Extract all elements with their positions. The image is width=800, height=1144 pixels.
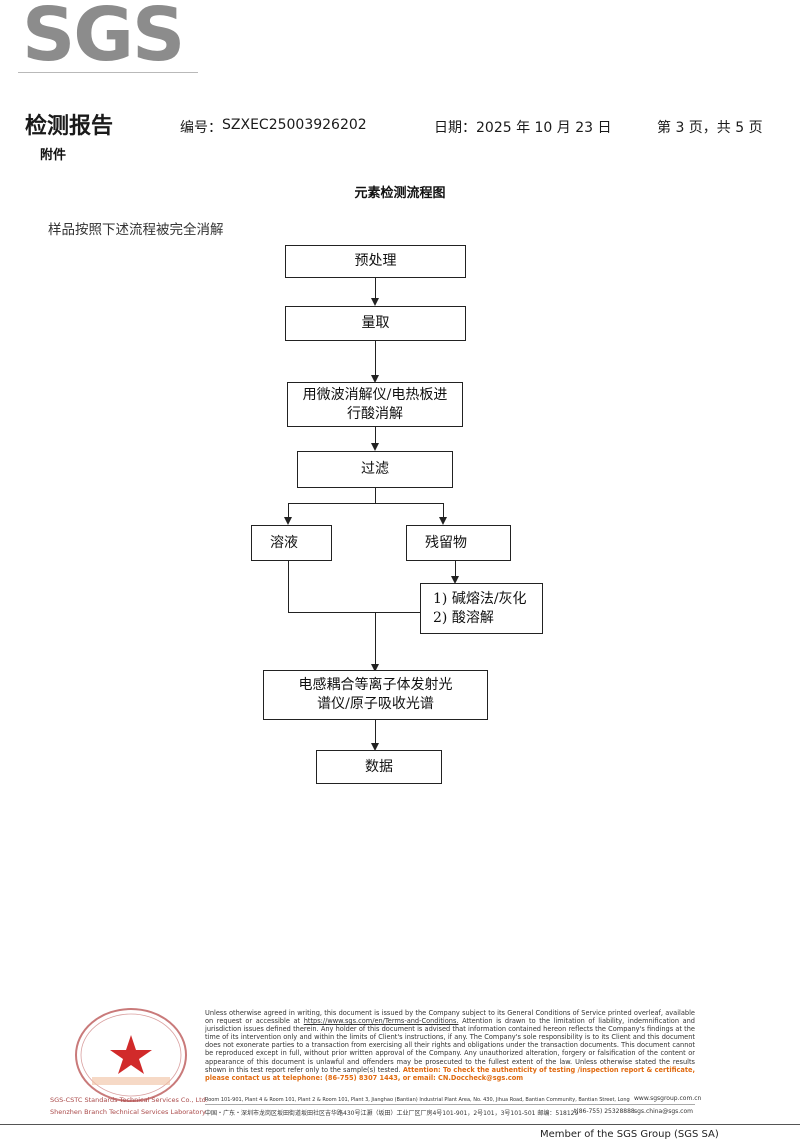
step-residue: 残留物	[406, 525, 511, 561]
terms-link[interactable]: https://www.sgs.com/en/Terms-and-Conditi…	[303, 1017, 459, 1026]
step-data: 数据	[316, 750, 442, 784]
residue-step-2: 2) 酸溶解	[433, 609, 494, 626]
step-icp-line1: 电感耦合等离子体发射光	[298, 677, 453, 693]
disclaimer: Unless otherwise agreed in writing, this…	[205, 1009, 695, 1082]
connector	[375, 488, 376, 503]
section-title: 元素检测流程图	[354, 186, 446, 201]
step-solution: 溶液	[251, 525, 332, 561]
address-chinese: 中国・广东・深圳市龙岗区坂田街道坂田社区吉华路430号江灏（坂田）工业厂区厂房4…	[205, 1110, 579, 1117]
sgs-logo: SGS	[22, 0, 185, 78]
arrow-down-icon	[284, 517, 292, 525]
arrow-down-icon	[371, 375, 379, 383]
seal-caption-2: Shenzhen Branch Technical Services Labor…	[50, 1108, 206, 1116]
arrow-down-icon	[451, 576, 459, 584]
step-residue-label: 残留物	[425, 534, 467, 551]
seal-caption-1: SGS-CSTC Standards Technical Services Co…	[50, 1096, 208, 1104]
step-icp-line2: 谱仪/原子吸收光谱	[317, 696, 434, 712]
footer-divider	[205, 1104, 695, 1105]
arrow-down-icon	[439, 517, 447, 525]
arrow-down-icon	[371, 664, 379, 672]
phone: t(86-755) 25328888	[574, 1108, 635, 1115]
step-digestion-line1: 用微波消解仪/电热板进	[302, 386, 448, 403]
arrow-down-icon	[371, 443, 379, 451]
report-number: SZXEC25003926202	[222, 117, 367, 133]
step-residue-treatment: 1) 碱熔法/灰化 2) 酸溶解	[420, 583, 543, 634]
split-connector	[288, 503, 443, 504]
bottom-rule	[0, 1124, 800, 1125]
report-title: 检测报告	[25, 114, 114, 139]
step-pretreatment: 预处理	[285, 245, 466, 278]
connector	[375, 427, 376, 445]
address-english: Room 101-901, Plant 4 & Room 101, Plant …	[205, 1097, 630, 1103]
arrow-down-icon	[371, 298, 379, 306]
authenticity-notice: Attention: To check the authenticity of …	[205, 1065, 695, 1082]
intro-text: 样品按照下述流程被完全消解	[48, 222, 224, 238]
connector	[443, 503, 444, 518]
member-note: Member of the SGS Group (SGS SA)	[540, 1129, 719, 1140]
connector	[375, 612, 376, 666]
report-date: 2025 年 10 月 23 日	[476, 120, 612, 136]
connector	[375, 278, 376, 300]
attachment-label: 附件	[40, 148, 67, 163]
page-number: 第 3 页，共 5 页	[657, 120, 763, 136]
email: sgs.china@sgs.com	[634, 1108, 693, 1115]
step-digestion: 用微波消解仪/电热板进 行酸消解	[287, 382, 463, 427]
step-data-label: 数据	[365, 758, 393, 775]
step-pretreatment-label: 预处理	[354, 253, 397, 269]
company-seal-icon	[75, 1008, 187, 1102]
report-number-label: 编号：	[180, 120, 222, 136]
step-filter: 过滤	[297, 451, 453, 488]
connector	[288, 503, 289, 518]
step-measure: 量取	[285, 306, 466, 341]
website: www.sgsgroup.com.cn	[634, 1095, 702, 1102]
logo-underline	[18, 72, 198, 73]
connector	[375, 720, 376, 744]
step-filter-label: 过滤	[361, 461, 389, 477]
merge-connector	[288, 612, 420, 613]
residue-step-1: 1) 碱熔法/灰化	[433, 590, 527, 607]
disclaimer-part2: Attention is drawn to the limitation of …	[205, 1017, 695, 1074]
step-icp-aas: 电感耦合等离子体发射光 谱仪/原子吸收光谱	[263, 670, 488, 720]
step-measure-label: 量取	[361, 315, 390, 331]
connector	[288, 561, 289, 613]
arrow-down-icon	[371, 743, 379, 751]
step-solution-label: 溶液	[270, 534, 298, 551]
disclaimer-part1: Unless otherwise agreed in writing, this…	[205, 1009, 695, 1026]
connector	[455, 561, 456, 577]
step-digestion-line2: 行酸消解	[347, 405, 403, 422]
connector	[375, 341, 376, 376]
date-label: 日期：	[434, 120, 476, 136]
